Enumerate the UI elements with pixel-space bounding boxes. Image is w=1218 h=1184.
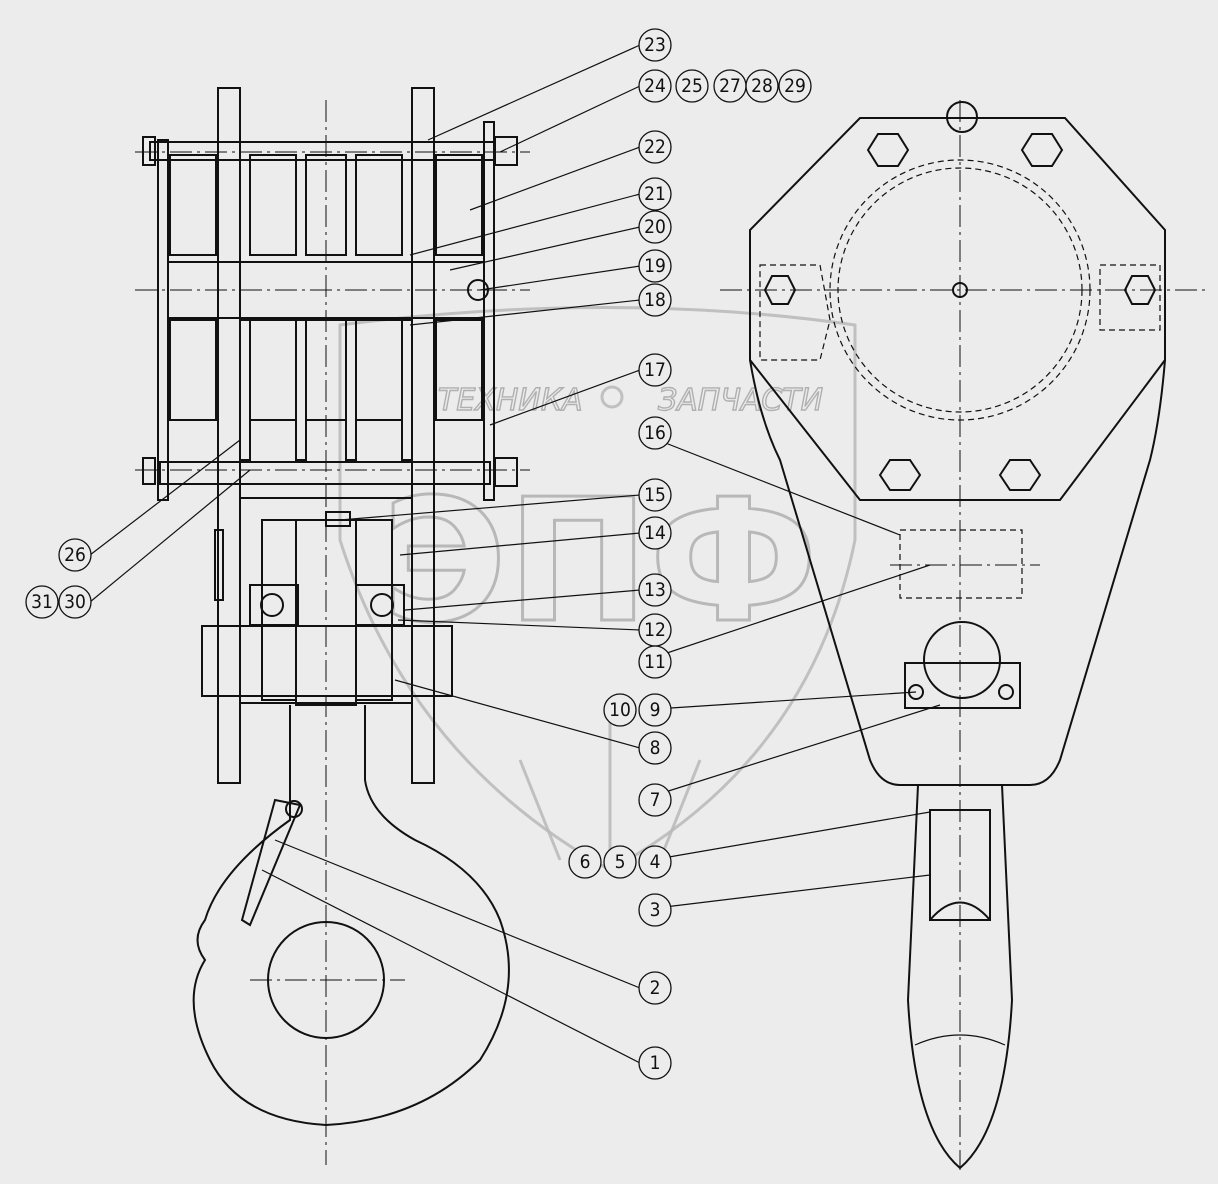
svg-text:9: 9 <box>650 699 661 721</box>
callout-24: 24 <box>638 69 672 103</box>
callout-28: 28 <box>745 69 779 103</box>
callout-11: 11 <box>638 645 672 679</box>
callout-27: 27 <box>713 69 747 103</box>
watermark-text-right: ЗАПЧАСТИ <box>658 383 823 418</box>
callout-22: 22 <box>638 130 672 164</box>
callout-5: 5 <box>603 845 637 879</box>
callout-29: 29 <box>778 69 812 103</box>
svg-text:11: 11 <box>644 651 666 673</box>
svg-text:18: 18 <box>644 289 666 311</box>
callout-7: 7 <box>638 783 672 817</box>
svg-text:5: 5 <box>615 851 626 873</box>
svg-text:24: 24 <box>644 75 666 97</box>
svg-text:13: 13 <box>644 579 666 601</box>
callout-2: 2 <box>638 971 672 1005</box>
callout-26: 26 <box>58 538 92 572</box>
callout-23: 23 <box>638 28 672 62</box>
svg-text:2: 2 <box>650 977 661 999</box>
svg-text:17: 17 <box>644 359 666 381</box>
svg-text:4: 4 <box>650 851 661 873</box>
callout-25: 25 <box>675 69 709 103</box>
svg-text:12: 12 <box>644 619 666 641</box>
watermark: ТЕХНИКА ЗАПЧАСТИ ЭПФ <box>338 306 857 872</box>
sheave-upper <box>169 154 483 256</box>
watermark-logo: ЭПФ <box>382 463 818 661</box>
svg-text:30: 30 <box>64 591 86 613</box>
wheat-icon <box>518 700 702 861</box>
callout-3: 3 <box>638 893 672 927</box>
sheave-lower <box>169 319 483 421</box>
side-view <box>720 100 1210 1170</box>
gear-icon <box>600 385 624 409</box>
svg-text:15: 15 <box>644 484 666 506</box>
svg-text:7: 7 <box>650 789 661 811</box>
callout-14: 14 <box>638 516 672 550</box>
leaders <box>89 44 941 1064</box>
svg-text:26: 26 <box>64 544 86 566</box>
svg-text:31: 31 <box>31 591 53 613</box>
callout-6: 6 <box>568 845 602 879</box>
svg-text:8: 8 <box>650 737 661 759</box>
svg-text:1: 1 <box>650 1052 661 1074</box>
callout-18: 18 <box>638 283 672 317</box>
svg-text:19: 19 <box>644 255 666 277</box>
callout-1: 1 <box>638 1046 672 1080</box>
callout-20: 20 <box>638 210 672 244</box>
callout-16: 16 <box>638 416 672 450</box>
svg-text:25: 25 <box>681 75 703 97</box>
watermark-text-left: ТЕХНИКА <box>438 383 583 418</box>
callout-8: 8 <box>638 731 672 765</box>
svg-text:6: 6 <box>580 851 591 873</box>
callout-13: 13 <box>638 573 672 607</box>
svg-text:28: 28 <box>751 75 773 97</box>
svg-text:16: 16 <box>644 422 666 444</box>
svg-text:14: 14 <box>644 522 666 544</box>
bolt-icons <box>763 133 1157 491</box>
svg-text:21: 21 <box>644 183 666 205</box>
callout-30: 30 <box>58 585 92 619</box>
svg-text:20: 20 <box>644 216 666 238</box>
svg-text:23: 23 <box>644 34 666 56</box>
callout-4: 4 <box>638 845 672 879</box>
svg-text:3: 3 <box>650 899 661 921</box>
svg-text:22: 22 <box>644 136 666 158</box>
svg-text:27: 27 <box>719 75 741 97</box>
callout-31: 31 <box>25 585 59 619</box>
svg-text:29: 29 <box>784 75 806 97</box>
svg-text:10: 10 <box>609 699 631 721</box>
callouts: 23 24 25 27 28 29 22 21 20 19 18 17 16 1… <box>25 28 812 1080</box>
callout-21: 21 <box>638 177 672 211</box>
callout-15: 15 <box>638 478 672 512</box>
section-view <box>135 87 530 1165</box>
callout-9: 9 <box>638 693 672 727</box>
callout-19: 19 <box>638 249 672 283</box>
callout-10: 10 <box>603 693 637 727</box>
callout-12: 12 <box>638 613 672 647</box>
callout-17: 17 <box>638 353 672 387</box>
